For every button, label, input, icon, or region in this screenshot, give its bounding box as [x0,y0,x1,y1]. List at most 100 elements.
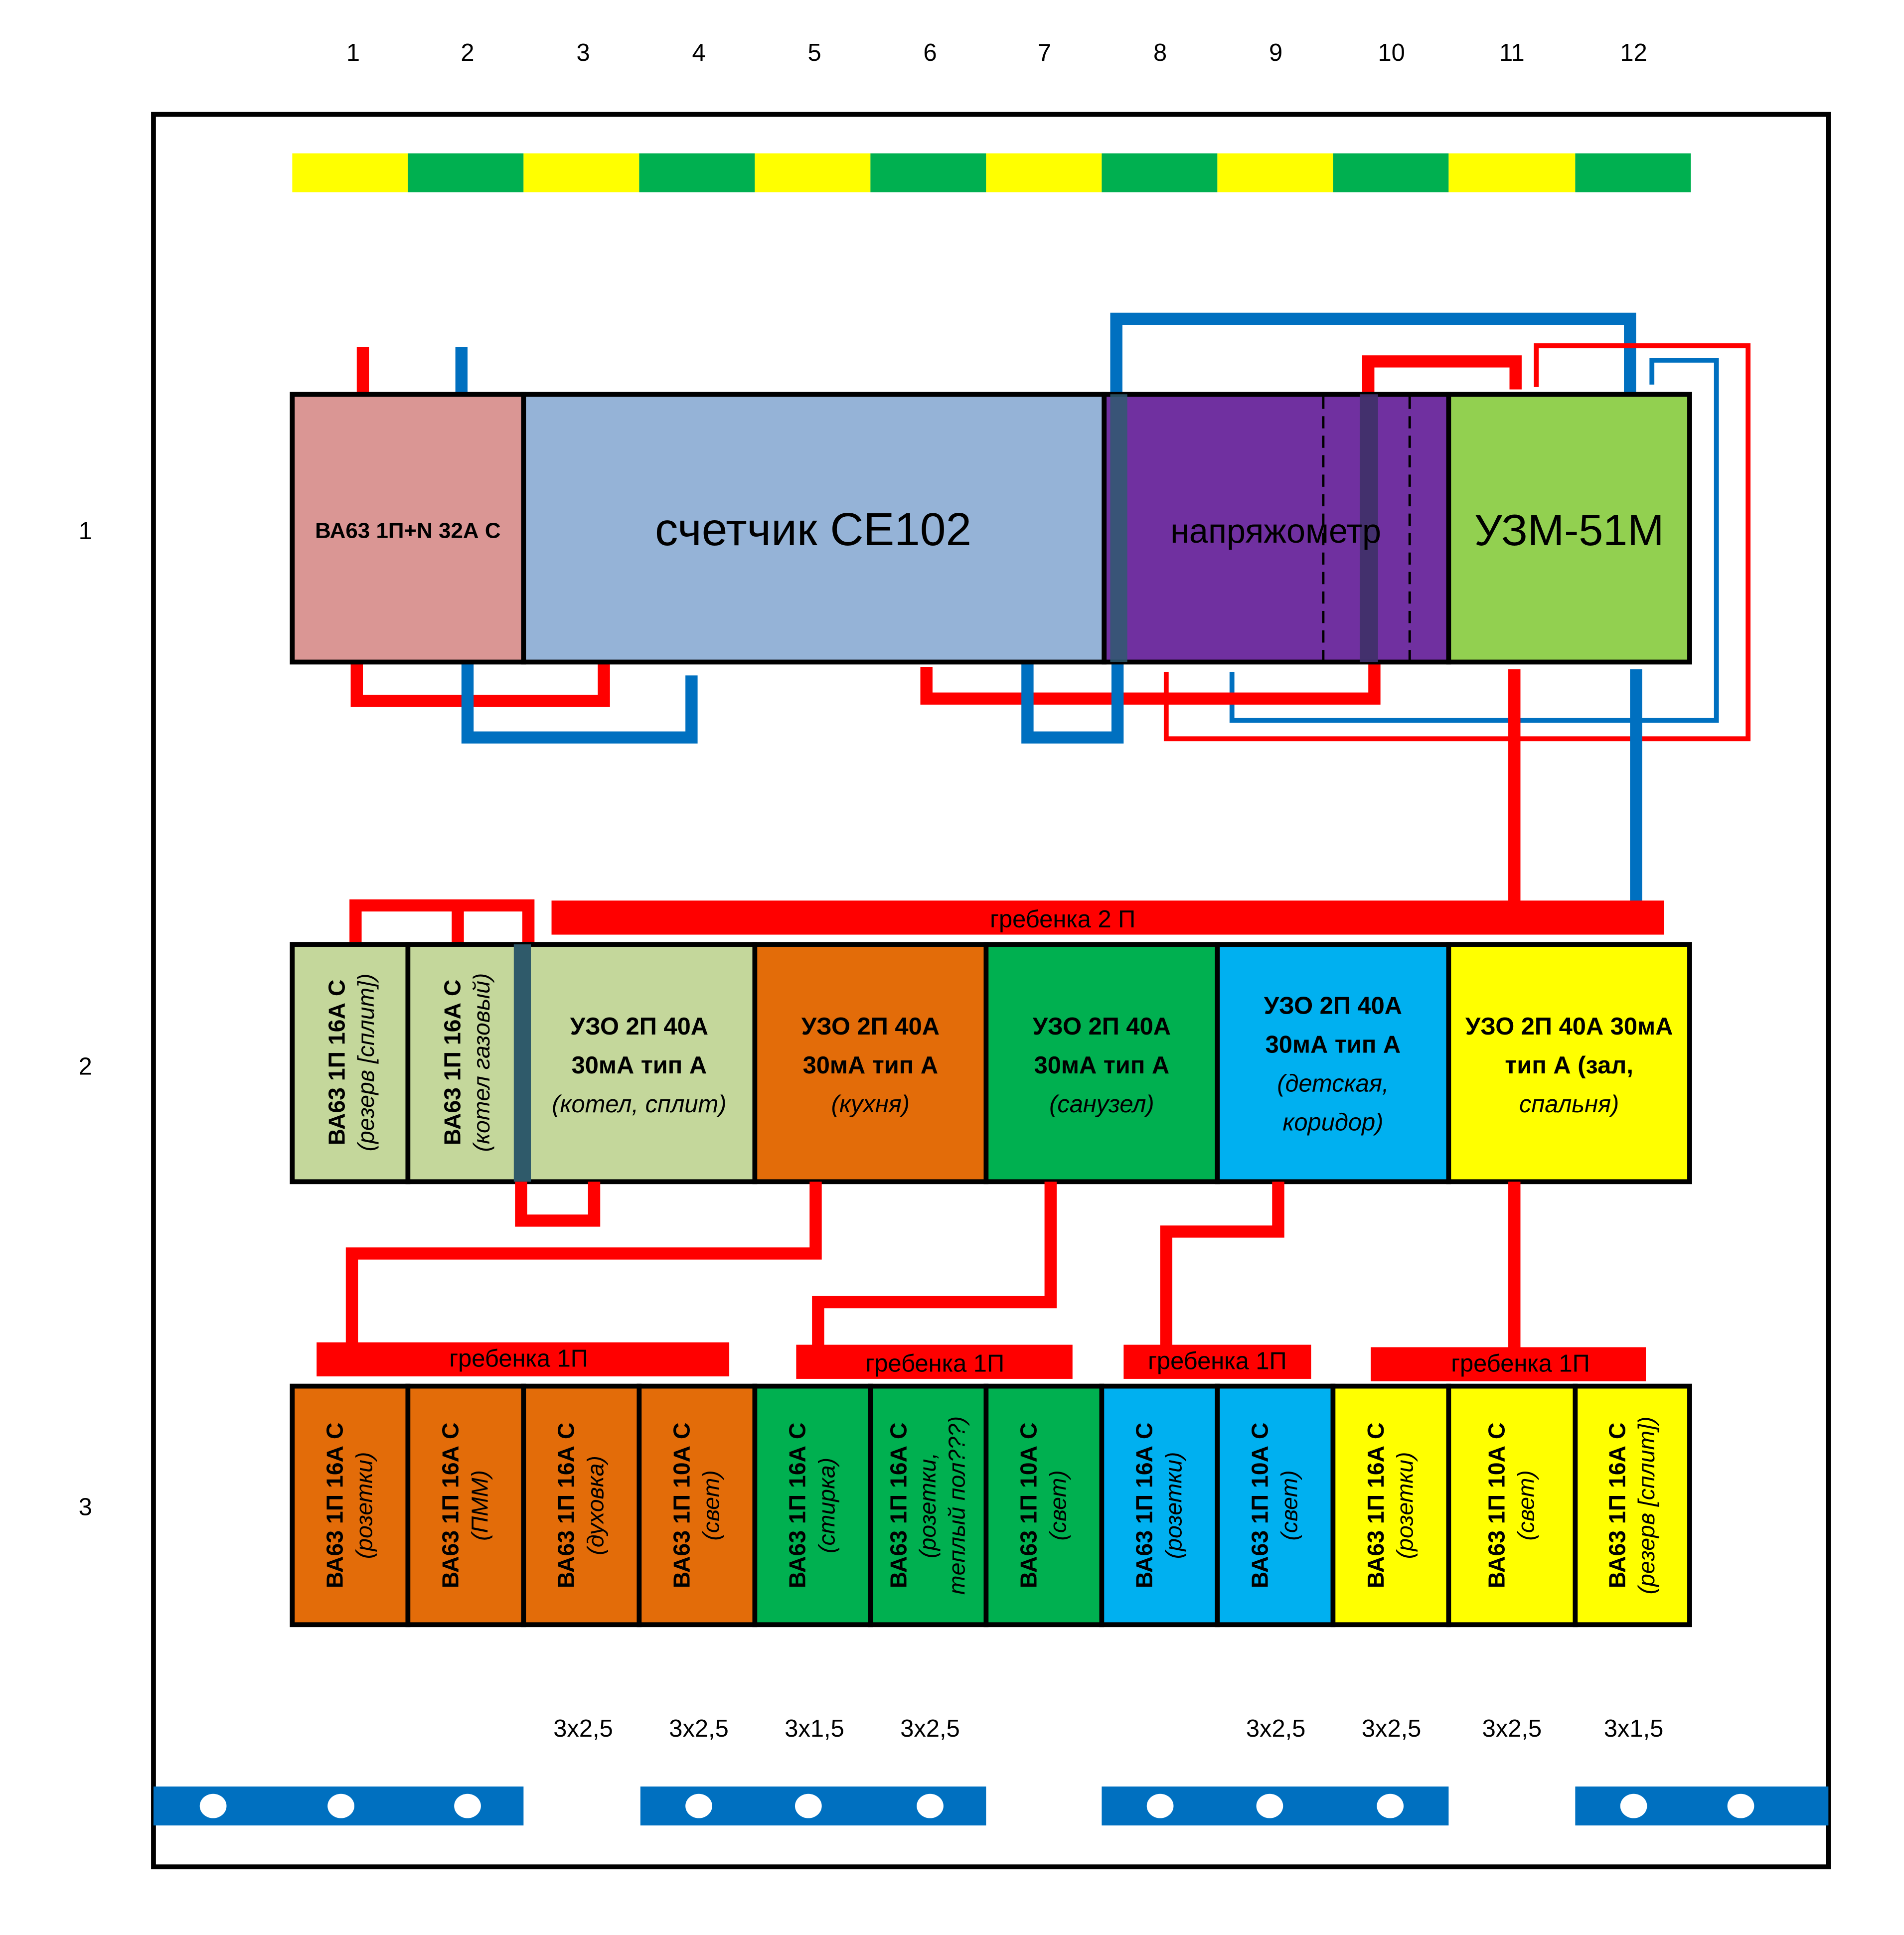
column-number: 2 [461,39,474,66]
row2-wiring [349,899,535,945]
comb-one-pole [317,1342,730,1377]
breaker-purpose: (розетки, [915,1453,941,1558]
column-number: 9 [1269,39,1282,66]
circuit-breaker [983,1383,1105,1628]
cable-size-label: 3х2,5 [1362,1715,1421,1742]
comb-one-pole [1371,1347,1646,1381]
voltmeter-label: напряжометр [1170,512,1381,550]
breaker-purpose: теплый пол???) [944,1416,970,1595]
row1-wiring [350,312,1751,907]
comb-one-pole-label: гребенка 1П [866,1350,1005,1377]
cable-size-label: 3х2,5 [553,1715,613,1742]
circuit-breaker-label: ВА63 1П 16А С(розетки) [1131,1423,1187,1589]
rcd-label: УЗО 2П 40А 30мА тип А (санузел) [1033,1013,1171,1118]
breaker-rating: ВА63 1П 16А С [322,1423,348,1589]
circuit-breaker [1573,1383,1692,1628]
enclosure-outline [151,112,1831,1870]
breaker-purpose: (стирка) [813,1458,839,1553]
circuit-breaker-label: ВА63 1П 10А С(свет) [1247,1423,1302,1589]
relay-label: УЗМ-51М [1474,505,1664,555]
breaker-rating: ВА63 1П 16А С [1363,1423,1389,1589]
circuit-breaker [1215,1383,1336,1628]
breaker-purpose: (свет) [1276,1470,1302,1540]
earth-bus [292,153,1691,192]
neutral-pass-through [513,944,531,1182]
row2-to-row3-wiring [345,1182,1521,1347]
column-number: 4 [692,39,705,66]
rcd-purpose: (санузел) [1049,1091,1154,1118]
circuit-breaker-label: ВА63 1П 16А С(духовка) [553,1423,609,1589]
breaker-purpose: (розетки) [351,1452,377,1559]
circuit-breaker-label: ВА63 1П 10А С(свет) [1016,1423,1071,1589]
rcd-purpose: (детская, [1277,1070,1389,1097]
breaker-rating: ВА63 1П 10А С [1247,1423,1273,1589]
comb-one-pole [1123,1344,1311,1379]
comb-one-pole [796,1344,1073,1379]
breaker-purpose: (свет) [1045,1470,1071,1540]
circuit-breaker-label: ВА63 1П 16А С(розетки) [322,1423,377,1589]
rcd-rating: УЗО 2П 40А [1264,992,1402,1019]
breaker-rating: ВА63 1П 16А С [438,1423,464,1589]
column-number: 1 [346,39,360,66]
row2-devices [290,942,1692,1185]
rcd-label: УЗО 2П 40А 30мА тип А (детская, коридор) [1264,992,1402,1136]
breaker-split-reserve [290,942,411,1185]
column-number: 8 [1153,39,1167,66]
breaker-purpose: (свет) [698,1470,724,1540]
breaker-purpose: (духовка) [582,1456,608,1555]
rcd-label: УЗО 2П 40А 30мА тип А (кухня) [801,1013,940,1118]
rcd-nursery-corridor [1215,942,1451,1185]
breaker-rating: ВА63 1П 16А С [885,1423,911,1589]
rcd-type: 30мА тип А [1266,1031,1401,1058]
breaker-purpose: (резерв [сплит]) [353,974,379,1152]
row-number: 1 [79,518,92,545]
breaker-rating: ВА63 1П 16А С [323,980,349,1146]
row3-breakers: ВА63 1П 16А С(розетки)ВА63 1П 16А С(ПММ)… [290,1383,1692,1628]
circuit-breaker-label: ВА63 1П 16А С(розетки,теплый пол???) [885,1416,969,1595]
phase-pass-through [1360,394,1378,662]
breaker-purpose: (розетки) [1392,1452,1418,1559]
rcd-type: 30мА тип А [572,1052,707,1079]
circuit-breaker [290,1383,411,1628]
circuit-breaker [868,1383,989,1628]
breaker-purpose: (розетки) [1160,1452,1186,1559]
breaker-rating: ВА63 1П 16А С [1604,1423,1630,1589]
cable-size-label: 3х2,5 [1246,1715,1305,1742]
column-number: 3 [576,39,590,66]
rcd-type: тип А (зал, [1505,1052,1633,1079]
comb-two-pole-label: гребенка 2 П [990,906,1135,933]
circuit-breaker-label: ВА63 1П 16А С(ПММ) [438,1423,493,1589]
comb-two-pole [551,900,1664,935]
rcd-purpose: коридор) [1282,1109,1383,1136]
circuit-breaker [1330,1383,1451,1628]
column-numbers: 1 2 3 4 5 6 7 8 9 10 11 12 [346,39,1647,66]
comb-one-pole-label: гребенка 1П [1148,1347,1287,1374]
circuit-breaker-label: ВА63 1П 10А С(свет) [669,1423,724,1589]
rcd-hall-bedroom [1446,942,1692,1185]
column-number: 12 [1620,39,1647,66]
breaker-rating: ВА63 1П 16А С [785,1423,810,1589]
rcd-rating: УЗО 2П 40А [801,1013,940,1040]
rcd-rating: УЗО 2П 40А [570,1013,708,1040]
breaker-rating: ВА63 1П 16А С [439,980,465,1146]
rcd-purpose: (котел, сплит) [552,1091,726,1118]
rcd-purpose: спальня) [1519,1091,1619,1118]
rcd-purpose: (кухня) [831,1091,910,1118]
column-number: 6 [923,39,937,66]
comb-one-pole-group [317,1342,1646,1381]
rcd-kitchen [752,942,989,1185]
neutral-pass-through [1110,394,1127,662]
row-number: 2 [79,1053,92,1080]
column-number: 10 [1378,39,1405,66]
circuit-breaker [1446,1383,1578,1628]
breaker-rating: ВА63 1П 16А С [553,1423,579,1589]
cable-size-label: 3х2,5 [900,1715,959,1742]
row-numbers: 1 2 3 [79,518,92,1521]
breaker-rating: ВА63 1П 10А С [1016,1423,1042,1589]
cable-size-label: 3х2,5 [1482,1715,1542,1742]
rcd-rating: УЗО 2П 40А 30мА [1465,1013,1673,1040]
breaker-purpose: (ПММ) [467,1470,492,1541]
cable-size-label: 3х2,5 [669,1715,728,1742]
energy-meter [521,392,1107,665]
